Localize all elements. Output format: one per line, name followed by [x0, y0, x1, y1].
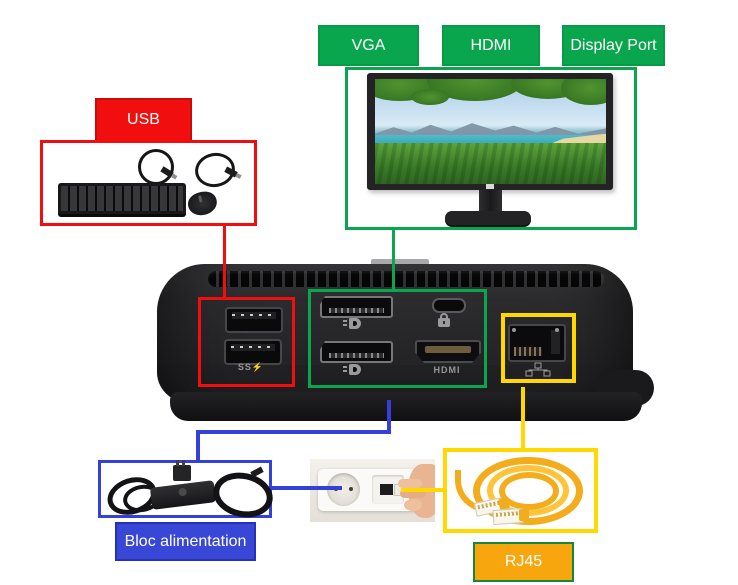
dock-rear-tab: [371, 259, 429, 268]
power-brick: [149, 480, 217, 510]
displayport-icon: [343, 318, 363, 329]
sea-graphic: [375, 134, 606, 147]
dock-vents: [208, 271, 604, 287]
ethernet-to-plug-line: [401, 488, 443, 492]
video-connector-line: [392, 230, 395, 291]
hdmi-port-label: HDMI: [433, 365, 461, 375]
usb-port-1: [225, 307, 283, 333]
usb-ss-charging-icon: SS⚡: [237, 362, 265, 372]
bloc-alimentation-label: Bloc alimentation: [115, 522, 256, 561]
power-connector-line-v1: [387, 400, 391, 434]
video-ports-frame: [308, 289, 487, 388]
keyboard-mouse-frame: [40, 140, 257, 226]
power-plug-attachment: [173, 460, 191, 481]
dock-base: [170, 392, 642, 421]
screw-dot: [512, 328, 516, 332]
power-connector-line-v2: [196, 430, 200, 462]
keyboard: [58, 183, 186, 217]
monitor-frame: [345, 67, 637, 230]
hdmi-label: HDMI: [442, 25, 540, 66]
ethernet-cable-frame: [443, 448, 598, 533]
wall-outlet-photo: [310, 459, 435, 522]
hand-finger: [398, 479, 422, 488]
usb-label: USB: [95, 98, 192, 142]
screw-dot: [555, 328, 559, 332]
monitor-stand-base: [445, 211, 531, 225]
displayport-icon: [343, 364, 363, 375]
monitor-logo: [486, 184, 494, 189]
ethernet-connector-line-v: [521, 387, 525, 450]
display-port-label: Display Port: [562, 25, 665, 66]
ethernet-port-frame: [501, 313, 576, 383]
vga-label: VGA: [318, 25, 419, 66]
displayport-port-2: [320, 341, 393, 363]
displayport-port-1: [320, 296, 393, 318]
power-cable-coil: [209, 467, 277, 523]
forest-graphic: [375, 143, 606, 184]
bloc-alimentation-label-text: Bloc alimentation: [124, 532, 247, 550]
monitor-screen: [375, 79, 606, 184]
usb-label-text: USB: [127, 111, 160, 128]
usb-port-2: [224, 339, 282, 365]
power-to-outlet-line: [272, 486, 342, 490]
mouse: [185, 188, 220, 219]
lock-icon: [438, 313, 450, 327]
network-icon: [525, 362, 551, 377]
vga-label-text: VGA: [351, 36, 386, 54]
power-adapter-frame: [98, 460, 277, 523]
lock-slot: [432, 298, 466, 313]
hdmi-label-text: HDMI: [470, 36, 512, 54]
hdmi-port: [415, 340, 481, 363]
monitor-stand-neck: [479, 190, 502, 214]
keyboard-keys: [61, 186, 183, 211]
forest-texture: [375, 143, 606, 184]
rj45-label-text: RJ45: [504, 553, 543, 570]
mouse-scroll-wheel: [198, 195, 203, 203]
foliage-graphic: [427, 79, 523, 101]
rj45-label: RJ45: [473, 542, 574, 582]
usb-ports-frame: [198, 297, 295, 387]
display-port-label-text: Display Port: [570, 36, 657, 54]
usb-connector-line: [223, 226, 226, 300]
rj45-connector-boot: [519, 509, 529, 521]
hand-finger: [400, 489, 426, 498]
foliage-graphic: [561, 79, 606, 105]
foliage-graphic: [411, 89, 449, 105]
keyboard-cable-loop: [138, 149, 174, 185]
power-connector-line-h: [196, 430, 391, 434]
hand-thumb: [404, 499, 422, 511]
